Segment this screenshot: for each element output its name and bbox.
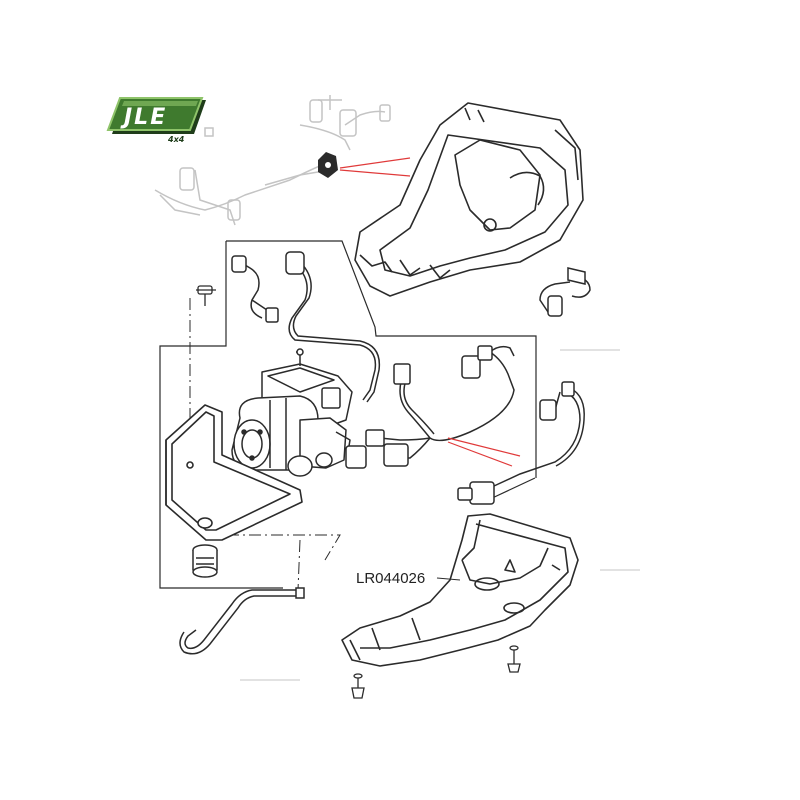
compressor-wiring-harness	[345, 345, 515, 469]
part-callout-leader	[436, 577, 461, 581]
leader-line-harness-2	[339, 169, 411, 177]
assembly-outline	[159, 240, 537, 589]
ghost-marks	[240, 349, 640, 681]
part-number-label: LR044026	[356, 570, 425, 587]
harness-sensor	[318, 152, 338, 178]
right-harness-lead	[457, 381, 585, 505]
part-callout: LR044026	[356, 570, 461, 587]
pipe-fitting	[539, 267, 591, 317]
rubber-mount	[192, 544, 218, 578]
mounting-bracket	[165, 404, 303, 541]
bolt-bottom-left	[351, 673, 365, 699]
bolt-top	[196, 285, 216, 306]
lower-cover	[341, 513, 579, 667]
logo-badge-highlight	[122, 101, 198, 106]
leader-line-harness-4	[447, 441, 513, 467]
center-lines	[189, 298, 341, 591]
upper-cover	[354, 102, 584, 297]
bolt-bottom-right	[507, 645, 521, 673]
intake-pipe	[179, 587, 305, 655]
leader-line-harness-1	[339, 157, 411, 169]
air-pipe-upper	[231, 251, 381, 403]
leader-line-harness-3	[447, 437, 521, 457]
brand-logo: JLE 4x4	[106, 97, 206, 144]
air-compressor	[231, 348, 353, 477]
logo-text: JLE	[120, 105, 167, 130]
logo-subtext: 4x4	[167, 135, 185, 144]
